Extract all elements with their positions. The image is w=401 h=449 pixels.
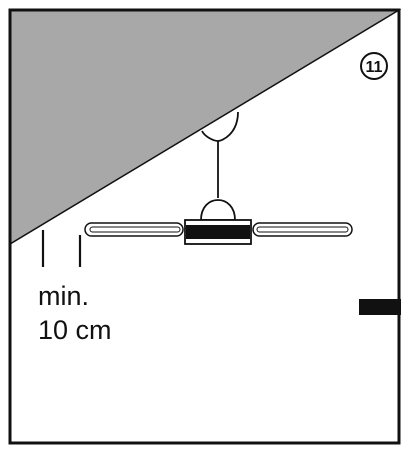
step-number: 11 <box>366 59 383 76</box>
clearance-label-line1: min. <box>38 281 89 311</box>
clearance-label-line2: 10 cm <box>38 315 112 345</box>
ceiling-fan-icon <box>84 111 353 245</box>
fan-blade-right <box>252 222 353 237</box>
fan-blade-left <box>84 222 184 237</box>
step-number-badge: 11 <box>360 52 388 80</box>
motor-band <box>186 225 250 239</box>
motor-dome <box>200 199 236 221</box>
frame-border <box>8 8 401 445</box>
wall-marker <box>359 299 401 315</box>
clearance-dimension <box>41 230 82 267</box>
